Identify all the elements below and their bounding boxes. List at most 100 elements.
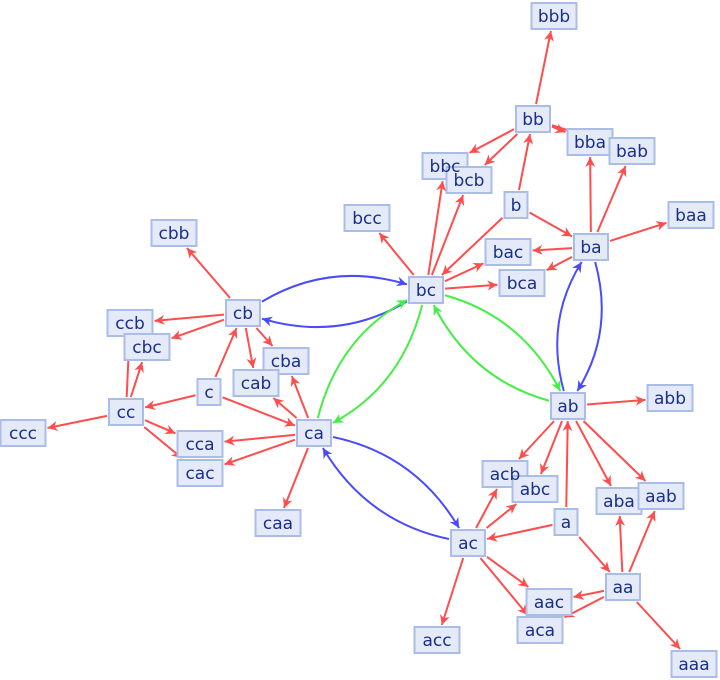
edge-bb-to-bba (551, 123, 566, 134)
edge-ba-to-bba (585, 156, 596, 233)
node-label: bbc (430, 157, 461, 177)
edge-bc-to-bca (444, 280, 498, 291)
node-box-ccb[interactable] (106, 309, 154, 337)
node-box-bcb[interactable] (445, 166, 493, 194)
node-box-a[interactable] (553, 508, 579, 536)
node-box-bac[interactable] (484, 238, 532, 266)
edge-ab-to-aba (575, 420, 612, 487)
edge-ca-to-cac (224, 438, 296, 466)
node-box-aa[interactable] (605, 573, 641, 601)
node-box-cc[interactable] (108, 398, 144, 426)
edge-cb-to-cbb (186, 247, 231, 299)
edge-a-to-ab (562, 420, 573, 508)
node-label: acc (422, 631, 451, 651)
edge-cc-to-cac (143, 426, 183, 459)
node-label: cbc (132, 338, 161, 358)
node-box-caa[interactable] (254, 509, 302, 537)
node-box-bb[interactable] (515, 105, 551, 133)
edge-ca-to-caa (283, 447, 309, 509)
node-box-bcc[interactable] (343, 204, 391, 232)
edge-layer (47, 30, 681, 650)
edge-c-to-ca (222, 396, 296, 427)
edge-b-to-bc (441, 217, 504, 276)
node-box-baa[interactable] (667, 201, 715, 229)
edge-ba-to-bca (546, 256, 573, 272)
edge-b-to-bb (517, 133, 534, 191)
node-box-aab[interactable] (637, 482, 685, 510)
node-label: ccc (9, 424, 37, 444)
node-box-bc[interactable] (408, 276, 444, 304)
edge-ab-to-abc (540, 420, 563, 475)
node-label: bac (493, 243, 524, 263)
node-label: bab (616, 142, 648, 162)
node-box-ba[interactable] (573, 233, 609, 261)
node-label: abb (654, 389, 686, 409)
edge-ca-to-cab (272, 397, 298, 419)
edge-ca-to-cca (224, 433, 296, 446)
edge-bb-to-bbc (469, 128, 515, 154)
node-label: ca (304, 424, 324, 444)
edge-cc-to-cca (144, 419, 176, 435)
node-label: acb (490, 465, 521, 485)
edge-ab-to-bc (432, 304, 550, 402)
edge-ac-to-aac (486, 556, 529, 588)
edge-b-to-ba (529, 211, 573, 238)
node-box-ac[interactable] (450, 529, 486, 557)
node-box-bbb[interactable] (530, 2, 578, 30)
node-label: aca (525, 621, 555, 641)
node-box-ca[interactable] (296, 419, 332, 447)
edge-bb-to-bbb (535, 30, 554, 105)
node-label: caa (263, 514, 293, 534)
node-label: ac (458, 534, 478, 554)
node-label: bca (507, 274, 538, 294)
edge-bc-to-bac (444, 262, 484, 283)
edge-cb-to-bc (261, 274, 408, 303)
node-box-bca[interactable] (498, 269, 546, 297)
node-label: c (204, 383, 213, 403)
node-box-ccc[interactable] (0, 419, 47, 447)
node-label: abc (520, 480, 551, 500)
node-box-abb[interactable] (646, 384, 694, 412)
node-box-aba[interactable] (595, 487, 643, 515)
node-label: aba (603, 492, 635, 512)
edge-ab-to-abb (586, 395, 646, 406)
node-box-cca[interactable] (176, 430, 224, 458)
node-box-acc[interactable] (413, 626, 461, 654)
edge-bb-to-bcb (484, 133, 518, 166)
node-box-cbb[interactable] (150, 219, 198, 247)
node-label: bb (522, 110, 544, 130)
edge-bc-to-bbc (427, 180, 447, 276)
node-box-aac[interactable] (525, 588, 573, 616)
edge-bc-to-bcb (430, 194, 465, 276)
node-box-b[interactable] (503, 191, 529, 219)
node-box-aca[interactable] (516, 616, 564, 644)
edge-ac-to-abc (485, 503, 518, 529)
node-box-bab[interactable] (608, 137, 656, 165)
node-box-cb[interactable] (225, 299, 261, 327)
edge-aa-to-aac (573, 589, 605, 600)
edge-ba-to-bac (532, 244, 573, 255)
node-label: bc (416, 281, 436, 301)
node-label: ba (580, 238, 601, 258)
edge-ca-to-bc (316, 299, 408, 419)
edge-cc-to-cbc (129, 361, 144, 398)
node-box-cbc[interactable] (123, 333, 171, 361)
node-box-c[interactable] (196, 378, 222, 406)
node-label: cba (271, 352, 302, 372)
node-label: cc (117, 403, 136, 423)
edge-ca-to-cba (290, 375, 310, 419)
edge-ab-to-acb (518, 420, 555, 460)
node-box-cac[interactable] (176, 459, 224, 487)
node-label: baa (675, 206, 707, 226)
node-box-abc[interactable] (511, 475, 559, 503)
node-box-aaa[interactable] (670, 650, 718, 678)
edge-cb-to-ccb (154, 313, 225, 325)
edge-ac-to-aca (479, 557, 529, 616)
node-box-bba[interactable] (566, 128, 614, 156)
node-box-cab[interactable] (232, 369, 280, 397)
edge-ac-to-acb (475, 488, 498, 529)
edge-ac-to-acc (440, 557, 465, 626)
node-box-ab[interactable] (550, 392, 586, 420)
node-label: bcc (352, 209, 381, 229)
